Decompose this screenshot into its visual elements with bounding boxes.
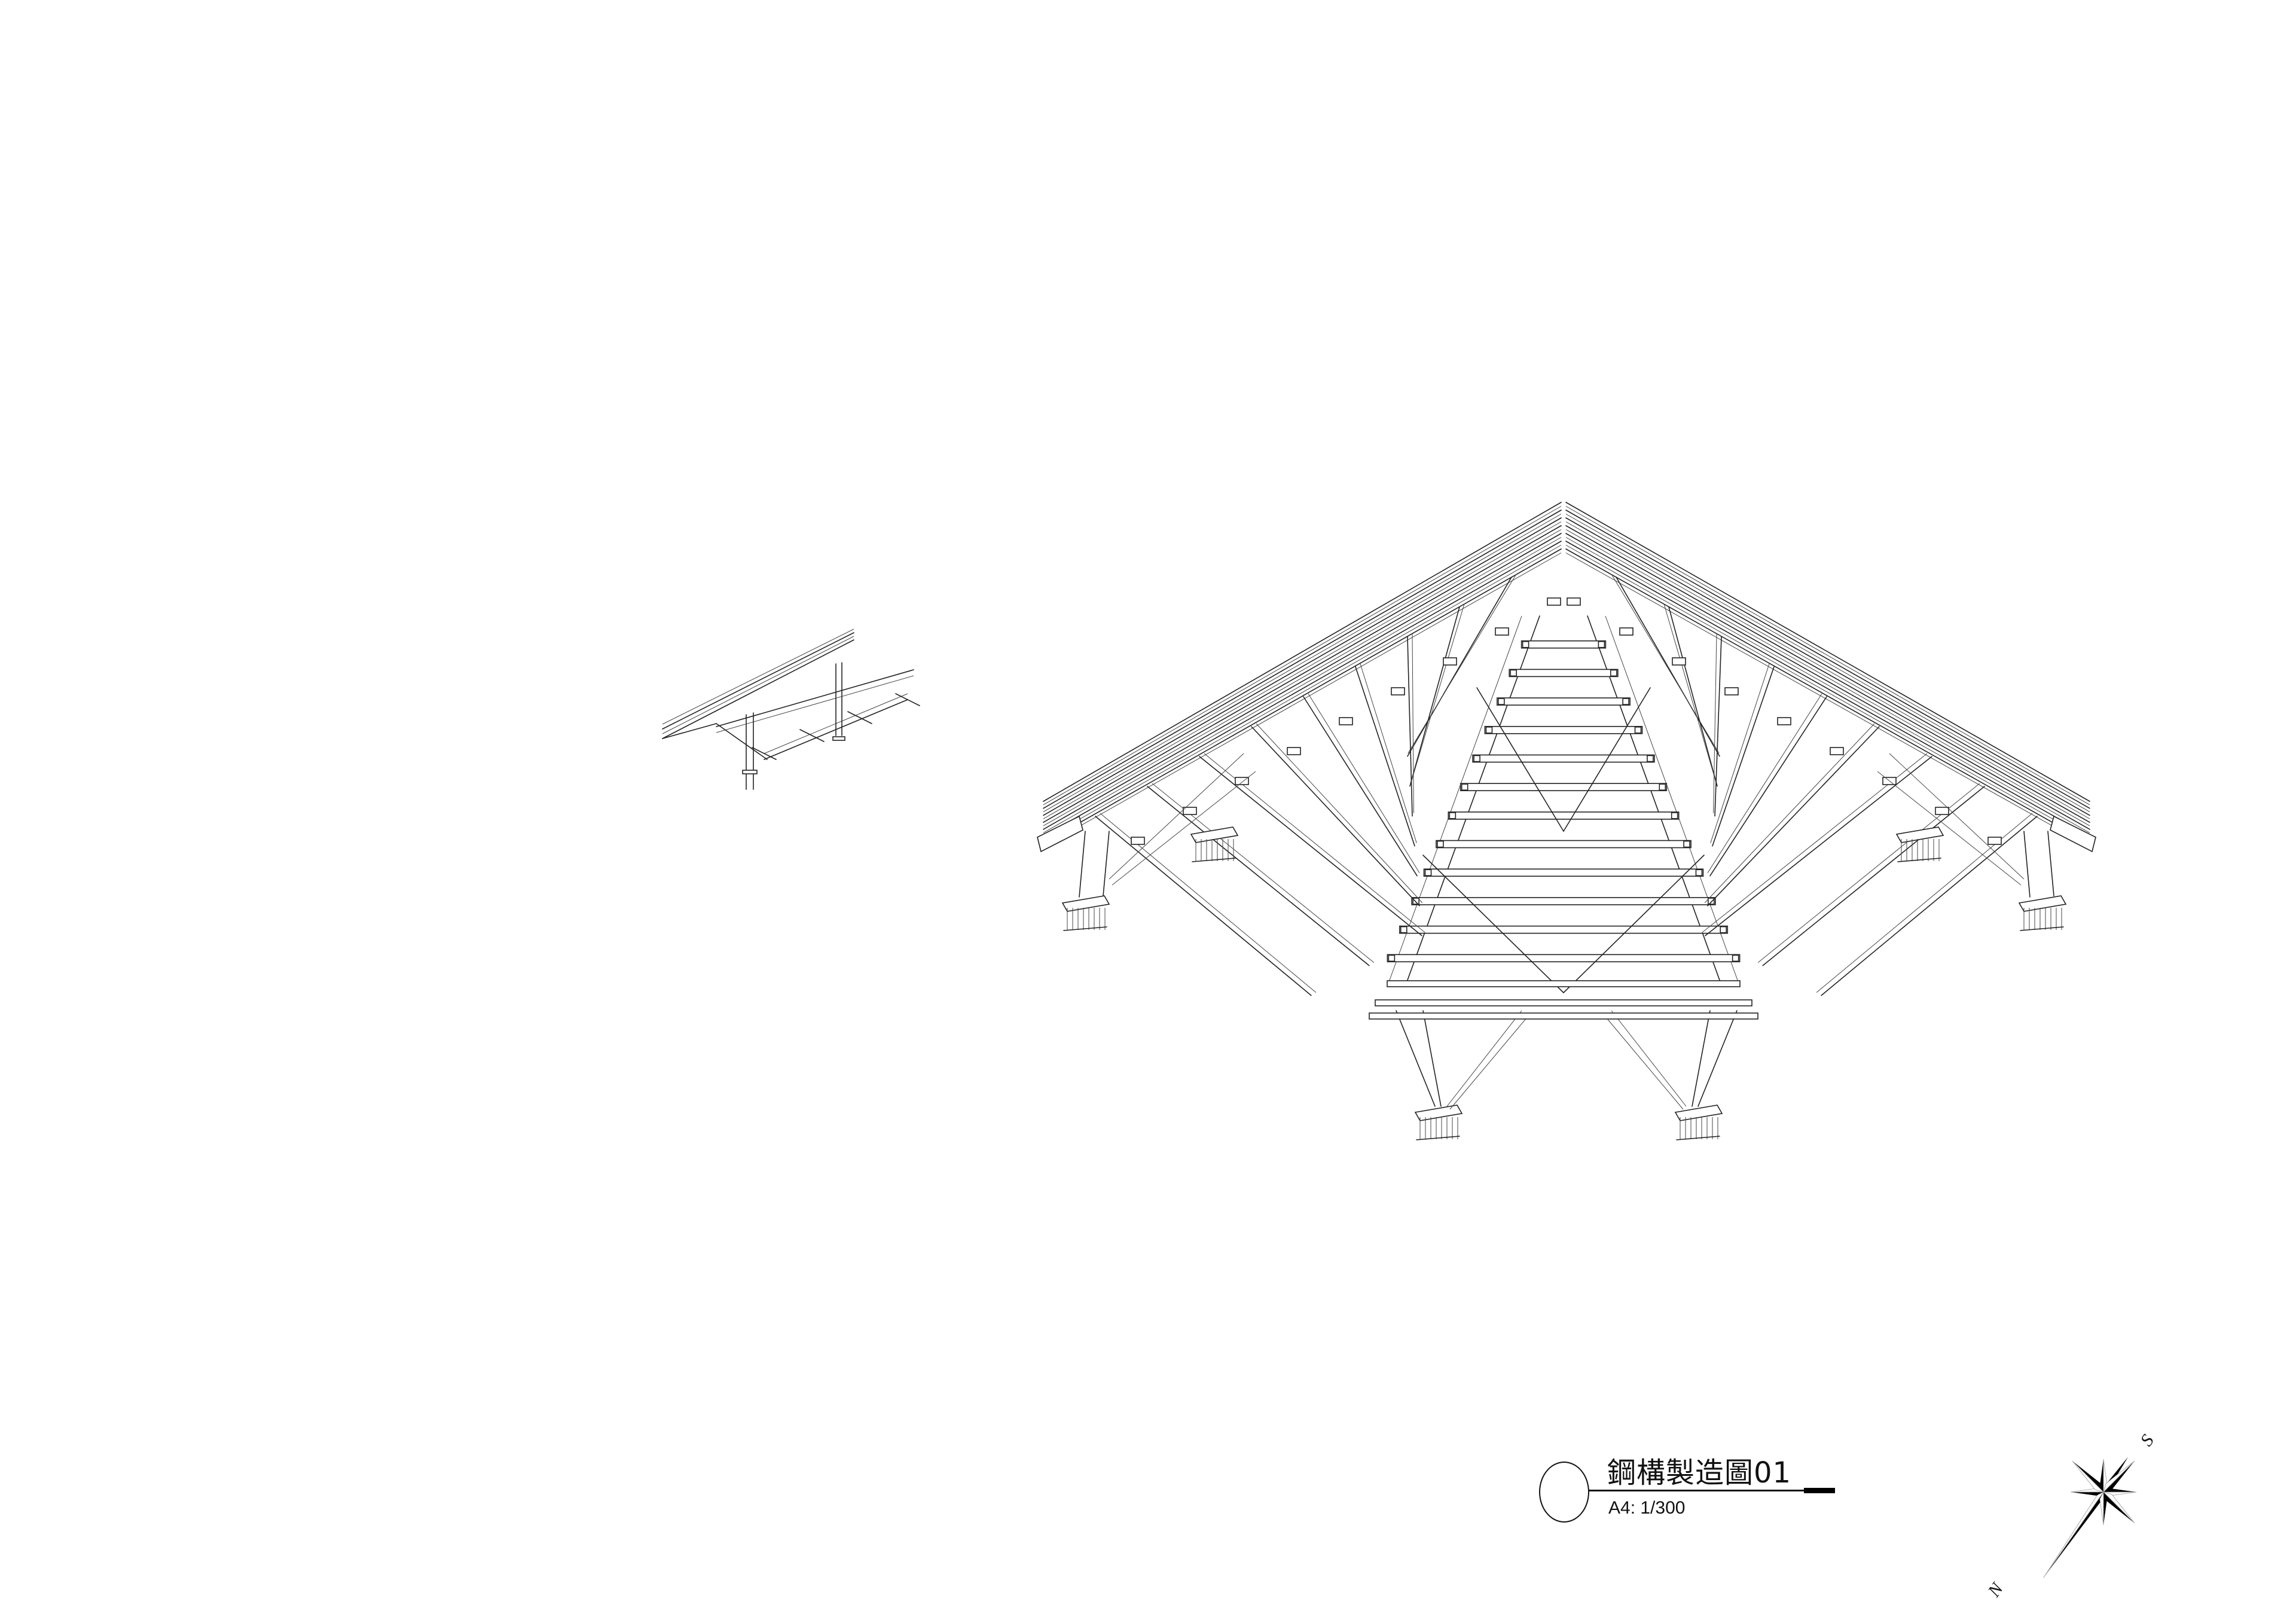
north-arrow-icon (2043, 1457, 2137, 1578)
title-block: 鋼構製造圖01 A4: 1/300 (1539, 1457, 1898, 1529)
main-roof-structure (1037, 502, 2096, 1140)
compass-rose: N S (1973, 1423, 2176, 1615)
detail-frame-structure (662, 629, 920, 790)
drawing-scale: A4: 1/300 (1608, 1498, 1686, 1518)
title-underline-bar (1804, 1488, 1835, 1493)
drawing-title: 鋼構製造圖01 (1607, 1456, 1792, 1490)
title-underline (1589, 1490, 1804, 1491)
drawing-number-circle (1539, 1462, 1589, 1523)
